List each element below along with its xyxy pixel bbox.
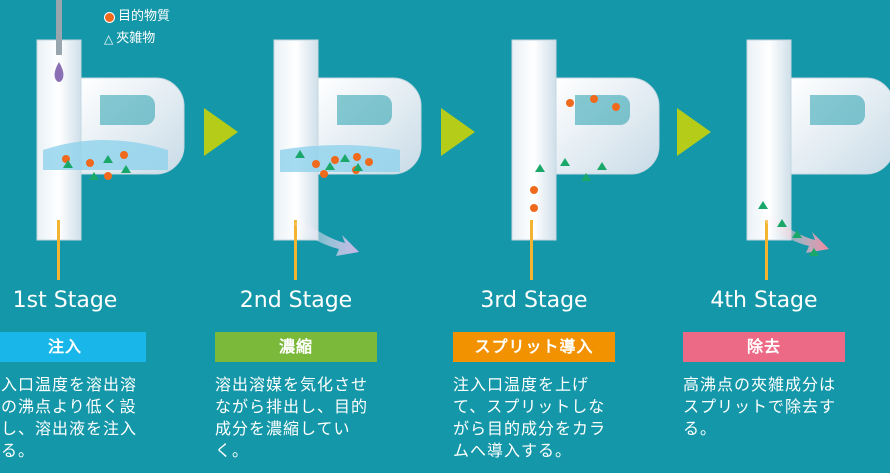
stage-badge: 注入 (0, 332, 146, 362)
stage-title: 2nd Stage (239, 288, 353, 313)
syringe-needle (56, 0, 62, 55)
legend-target: 目的物質 (104, 6, 170, 28)
stage-description: 注入口温度を上げて、スプリットしながら目的成分をカラムへ導入する。 (453, 375, 607, 460)
stage4-liner (746, 39, 890, 241)
column-line-4 (765, 220, 768, 280)
stage3-particles (530, 95, 620, 212)
stage-title: 4th Stage (710, 288, 818, 313)
stage3-liner (511, 39, 660, 241)
chevron-arrow-1 (204, 108, 238, 156)
legend-impurity: △ 夾雑物 (104, 28, 170, 50)
column-line-3 (530, 220, 533, 280)
split-arrow-2 (294, 218, 359, 256)
stage-description: 高沸点の夾雑成分はスプリットで除去する。 (683, 375, 837, 438)
legend-impurity-label: 夾雑物 (116, 31, 156, 46)
stage4-particles (758, 201, 819, 256)
column-line-1 (57, 220, 60, 280)
legend: 目的物質 △ 夾雑物 (104, 6, 170, 50)
stage-description: 溶出溶媒を気化させながら排出し、目的成分を濃縮していく。 (215, 375, 369, 460)
stage-title: 1st Stage (12, 288, 118, 313)
stage-badge: 除去 (683, 332, 845, 362)
chevron-arrow-3 (677, 108, 711, 156)
legend-target-label: 目的物質 (118, 9, 171, 24)
stage-badge: スプリット導入 (453, 332, 615, 362)
stage1-particles (62, 151, 131, 180)
column-line-2 (294, 220, 297, 280)
stage2-particles (295, 150, 373, 178)
target-dot-icon (104, 11, 115, 23)
solvent-droplet (54, 62, 64, 82)
impurity-triangle-icon: △ (104, 32, 114, 46)
stage-badge: 濃縮 (215, 332, 377, 362)
stage-title: 3rd Stage (480, 288, 588, 313)
chevron-arrow-2 (441, 108, 475, 156)
stage-description: 注入口温度を溶出溶媒の沸点より低く設定し、溶出液を注入する。 (0, 375, 138, 460)
stage2-liner (273, 39, 422, 241)
